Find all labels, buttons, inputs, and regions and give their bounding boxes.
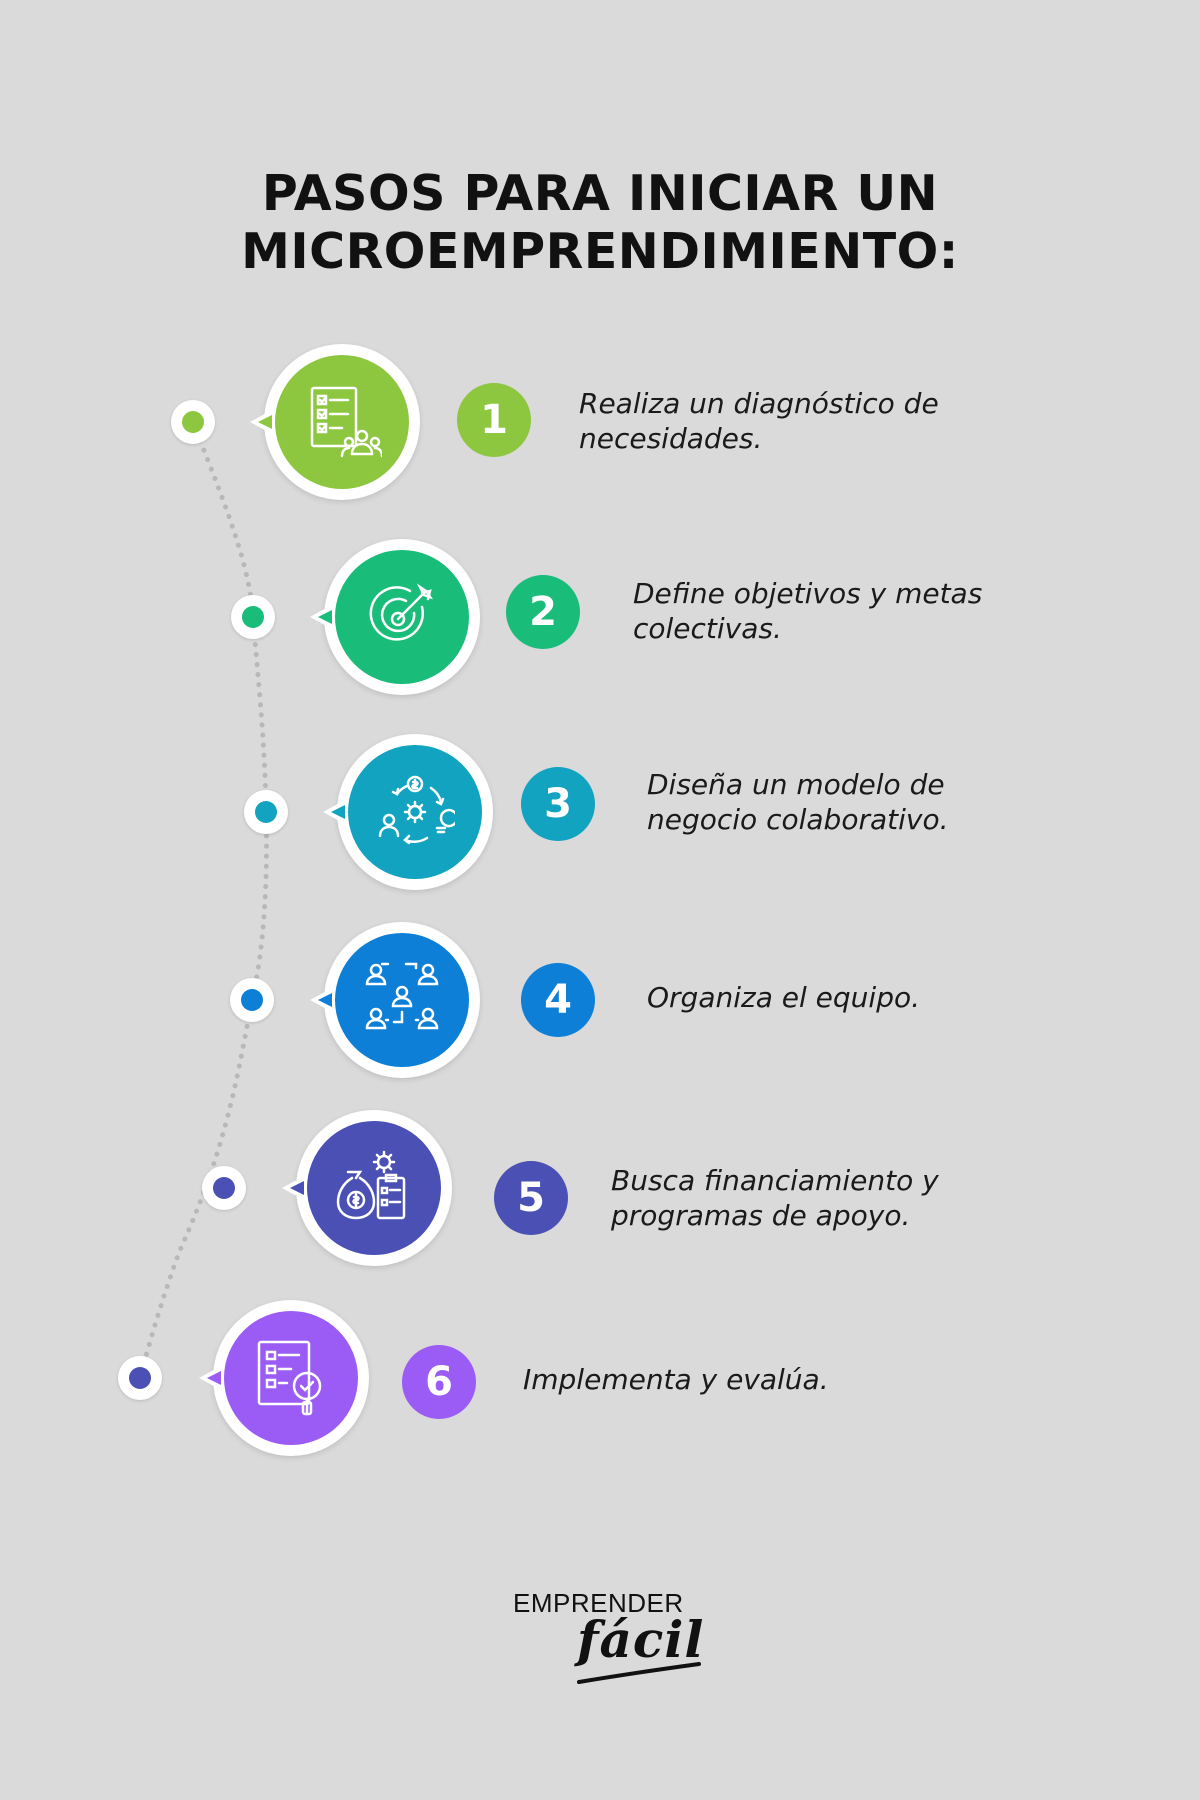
step-6-number: 6 [402, 1345, 476, 1419]
step-4-icon-badge [310, 922, 480, 1078]
step-3-icon-badge [323, 734, 493, 890]
logo-bottom-text: fácil [577, 1610, 705, 1669]
target-arrow-icon [369, 583, 434, 641]
step-5-number: 5 [494, 1161, 568, 1235]
step-2-text: Define objetivos y metas colectivas. [633, 577, 983, 645]
step-6-text: Implementa y evalúa. [523, 1363, 829, 1396]
checklist-people-icon [310, 386, 382, 458]
title-line-1: PASOS PARA INICIAR UN [261, 165, 939, 222]
step-2-number: 2 [506, 575, 580, 649]
step-3-number: 3 [521, 767, 595, 841]
step-2-icon-badge [310, 539, 480, 695]
step-3-text: Diseña un modelo de negocio colaborativo… [647, 768, 949, 836]
step-1-icon-badge [250, 344, 420, 500]
step-1-number: 1 [457, 383, 531, 457]
step-5-text: Busca financiamiento y programas de apoy… [611, 1164, 939, 1232]
step-5-icon-badge [282, 1110, 452, 1266]
step-4-number: 4 [521, 963, 595, 1037]
step-1-text: Realiza un diagnóstico de necesidades. [579, 387, 939, 455]
step-6-icon-badge [199, 1300, 369, 1456]
title-line-2: MICROEMPRENDIMIENTO: [241, 223, 959, 280]
checklist-review-icon [257, 1340, 322, 1416]
timeline-dot-1 [171, 400, 215, 444]
timeline-dot-5 [202, 1166, 246, 1210]
business-cycle-icon [378, 775, 455, 845]
timeline-dot-2 [231, 595, 275, 639]
emprender-facil-logo: EMPRENDER fácil [505, 1580, 705, 1690]
logo-swoosh [577, 1662, 701, 1684]
page-title: PASOS PARA INICIAR UN MICROEMPRENDIMIENT… [0, 165, 1200, 281]
money-bag-plan-icon [336, 1150, 406, 1220]
team-structure-icon [365, 962, 439, 1030]
timeline-dot-4 [230, 978, 274, 1022]
step-4-text: Organiza el equipo. [647, 981, 920, 1014]
logo-top-text: EMPRENDER [513, 1588, 684, 1618]
timeline-dot-3 [244, 790, 288, 834]
timeline-dot-6 [118, 1356, 162, 1400]
